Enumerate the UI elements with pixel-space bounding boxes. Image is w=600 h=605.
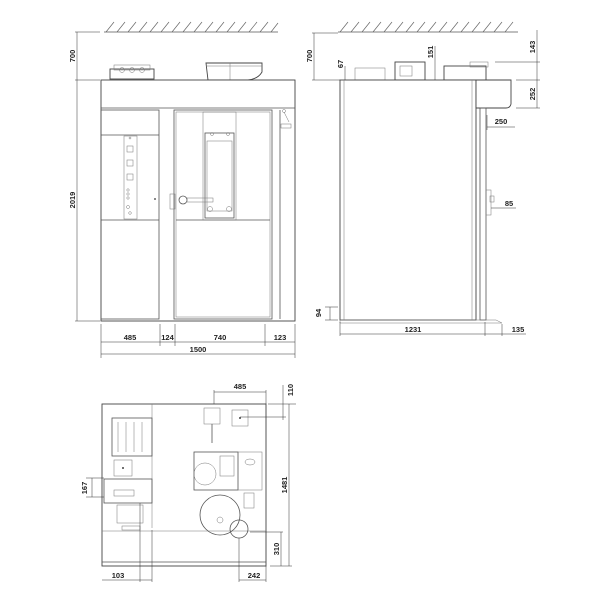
dim-side-rear-offset: 135	[512, 325, 525, 334]
dim-side-ceiling-clearance: 700	[305, 50, 314, 63]
dim-plan-top-width: 485	[234, 382, 247, 391]
dim-front-total-width: 1500	[190, 345, 207, 354]
dim-plan-top-height: 110	[286, 384, 295, 396]
dim-side-hood-depth: 250	[495, 117, 508, 126]
dim-front-ceiling-clearance: 700	[68, 50, 77, 63]
dim-side-depth: 1231	[405, 325, 422, 334]
dim-side-base-height: 94	[314, 308, 323, 317]
dim-front-width-left: 485	[124, 333, 137, 342]
oven-side-body	[339, 79, 477, 321]
plan-view: 485 110 167 1481 310 103 242	[80, 382, 296, 582]
dim-plan-left-height: 167	[80, 482, 89, 495]
dim-side-top-mid: 151	[426, 46, 435, 59]
ceiling-hatch-front	[104, 21, 279, 33]
front-view: 700 2019 485 124 740 123 1500	[68, 21, 296, 358]
dim-front-width-door: 740	[214, 333, 227, 342]
oven-plan-body	[101, 403, 267, 567]
dim-plan-bottom-right-width: 242	[248, 571, 261, 580]
dim-side-top-right: 143	[528, 41, 537, 54]
dim-side-hood-height: 252	[528, 88, 537, 101]
dim-front-width-gap: 124	[161, 333, 174, 342]
dim-plan-bottom-right-height: 310	[272, 543, 281, 556]
dim-side-handle-projection: 85	[505, 199, 513, 208]
dim-plan-total-depth: 1481	[280, 477, 289, 494]
dim-front-width-right: 123	[274, 333, 287, 342]
side-view: 700 67 151 143 252 250 85 94 1231 135	[305, 21, 540, 336]
dim-plan-bottom-left-width: 103	[112, 571, 125, 580]
dim-front-height: 2019	[68, 192, 77, 209]
dim-side-top-left: 67	[336, 60, 345, 68]
oven-front-body	[100, 79, 296, 322]
